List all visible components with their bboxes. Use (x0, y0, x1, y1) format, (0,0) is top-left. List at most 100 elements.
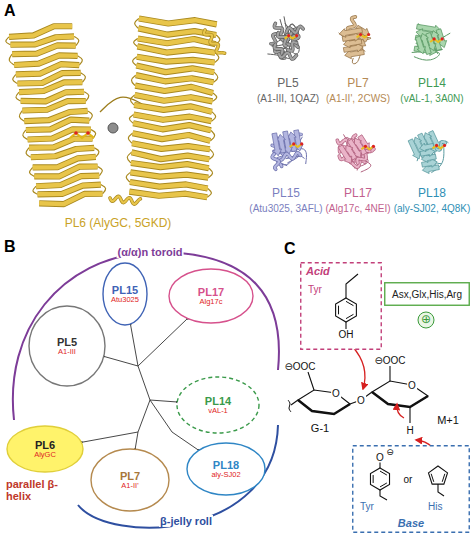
protein-cartoon-part (288, 42, 297, 51)
pl6-beta-helix-part (129, 115, 133, 124)
pl6-beta-helix-part (135, 95, 213, 101)
pl6-beta-helix-part (136, 75, 214, 82)
pl6-beta-helix-part (212, 93, 216, 101)
pl6-beta-helix-part (130, 95, 134, 105)
node-title: Acid (306, 265, 330, 277)
pl6-beta-helix-part (139, 19, 217, 25)
protein-cartoon-part (433, 37, 436, 40)
protein-cartoon-part (281, 153, 301, 160)
protein-cartoon-part (279, 53, 296, 60)
node-text: Tyr (308, 284, 322, 295)
protein-cartoon-part (367, 33, 370, 36)
outline-shape (169, 269, 253, 323)
acid-box: AcidTyrOH (300, 262, 382, 350)
alginate-chemistry-part (298, 390, 350, 414)
structure-id: (Alg17c, 4NEI) (325, 203, 390, 214)
pl6-beta-helix-part (137, 57, 215, 63)
pl6-beta-helix-part (136, 75, 214, 82)
node-text: OH (338, 329, 355, 340)
outline-shape-part (379, 462, 380, 468)
clade-ellipse: PL7A1-II' (90, 448, 170, 512)
pl6-beta-helix-part (214, 72, 218, 82)
fold-label: (α/α)n toroid (117, 246, 184, 258)
pl6-beta-helix-part (139, 19, 217, 25)
protein-cartoon-part (279, 53, 296, 60)
pl6-beta-helix-part (135, 95, 213, 101)
pl6-beta-helix-part (132, 143, 210, 149)
pl6-beta-helix-part (134, 39, 138, 47)
structure-id: (A1-II', 2CWS) (326, 93, 390, 104)
structure-id: (A1-III, 1QAZ) (257, 93, 319, 104)
protein-cartoon-part (285, 36, 297, 39)
outline-shape-part (380, 490, 387, 500)
protein-cartoon-part (290, 144, 302, 147)
protein-cartoon-part (272, 154, 279, 169)
node-text: or (404, 474, 413, 485)
outline-shape-part (346, 301, 353, 305)
clade-ellipse: PL15Atu3025 (102, 262, 148, 326)
alginate-chemistry-part (372, 392, 428, 407)
clade-ellipse: PL5A1-III (28, 305, 106, 387)
alginate-chemistry-part (418, 312, 434, 328)
tree-branch (150, 400, 176, 402)
protein-cartoon-part (430, 39, 442, 42)
pl6-beta-helix-part (110, 196, 140, 204)
residue-label: M+1 (436, 414, 460, 426)
pl6-beta-helix-part (127, 152, 131, 163)
node-text: A1-III (57, 348, 77, 356)
outline-shape (177, 377, 259, 433)
node-title: Asx,Glx,His,Arg (391, 289, 463, 300)
pl6-beta-helix-part (134, 115, 212, 122)
protein-cartoon-part (420, 143, 434, 152)
protein-cartoon (408, 131, 448, 174)
protein-cartoon-part (272, 133, 282, 156)
protein-cartoon-part (359, 33, 362, 36)
residue-box: Asx,Glx,His,Arg (384, 282, 470, 306)
outline-shape (29, 306, 105, 386)
pl6-beta-helix-part (133, 133, 211, 141)
protein-cartoon-part (272, 154, 279, 169)
residue-label: G-1 (310, 422, 330, 434)
outline-shape-part (442, 474, 445, 482)
pl6-beta-helix-part (209, 149, 213, 159)
outline-shape (353, 446, 470, 533)
outline-shape-part (428, 466, 447, 484)
pl6-beta-helix-part (133, 123, 211, 130)
protein-cartoon-part (415, 36, 425, 54)
protein-cartoon-part (361, 146, 373, 149)
pl6-beta-helix-part (126, 172, 130, 182)
outline-shape-part (380, 471, 387, 475)
node-title: ⊖ (385, 448, 395, 458)
alginate-chemistry-part (352, 346, 365, 389)
node-text: Base (398, 517, 424, 529)
pl6-beta-helix-part (134, 105, 212, 112)
clade-ellipse: PL17Alg17c (168, 268, 254, 324)
protein-cartoon-part (338, 145, 351, 164)
protein-cartoon-part (288, 42, 297, 51)
structure-id: (aly-SJ02, 4Q8K) (394, 203, 471, 214)
protein-cartoon-part (408, 139, 420, 159)
alginate-chemistry-part (372, 381, 428, 407)
clade-ellipse: PL6AlyGC (6, 425, 84, 473)
pl6-beta-helix-part (133, 133, 211, 141)
outline-shape (187, 443, 265, 495)
pl6-beta-helix-part (130, 172, 208, 177)
outline-shape-part (336, 298, 357, 322)
pl6-beta-helix-part (130, 182, 208, 188)
pl6-beta-helix-part (211, 112, 215, 121)
tree-branch (138, 400, 150, 432)
protein-cartoon-part (292, 142, 295, 145)
pl6-beta-helix (6, 19, 225, 205)
protein-cartoon-part (281, 153, 301, 160)
pl6-beta-helix-part (137, 46, 215, 52)
clade-ellipse: PL14vAL-1 (176, 376, 260, 434)
outline-shape (7, 426, 83, 472)
outline-shape-part (346, 274, 358, 298)
protein-cartoon-part (443, 144, 446, 147)
pl6-beta-helix-part (129, 192, 207, 198)
node-text: Tyr (360, 501, 374, 512)
pl6-beta-helix-part (136, 66, 214, 73)
outline-shape-part (370, 468, 389, 490)
atom-label: ⊖OOC (283, 361, 316, 372)
pl6-beta-helix-part (70, 133, 94, 138)
